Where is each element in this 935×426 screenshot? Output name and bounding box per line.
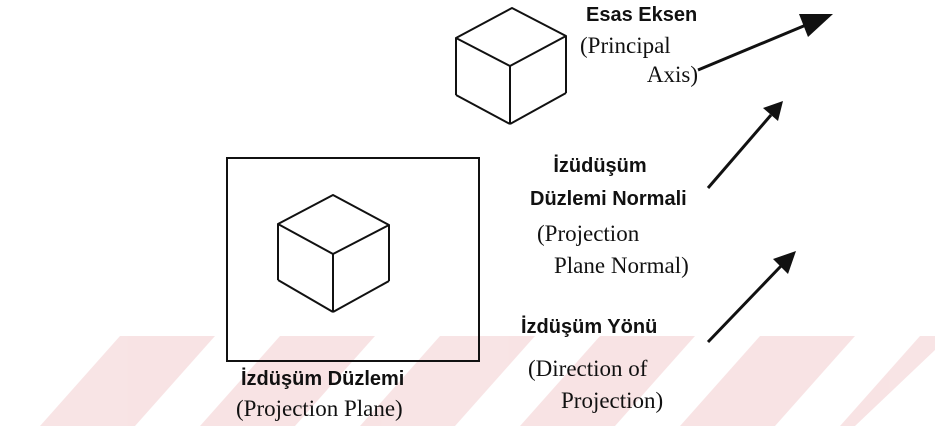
principal-axis-translation-line1: (Principal [580,33,671,58]
direction-title: İzdüşüm Yönü [521,316,658,338]
projection-plane-rect [226,157,480,362]
plane-normal-translation-line2: Plane Normal) [554,253,689,278]
arrow-principal-axis [697,14,833,72]
plane-title: İzdüşüm Düzlemi [241,368,405,390]
direction-translation-line1: (Direction of [528,356,648,381]
arrow-plane-normal [706,101,783,189]
arrow-direction-of-projection [706,251,796,344]
principal-axis-translation-line2: Axis) [646,62,698,87]
watermark-band [40,336,935,426]
plane-normal-title-line1: İzüdüşüm [553,155,647,177]
direction-translation-line2: Projection) [561,388,664,413]
plane-normal-translation-line1: (Projection [537,221,640,246]
plane-translation: (Projection Plane) [236,396,403,421]
cube-principal-axis [455,7,567,125]
plane-normal-title-line2: Düzlemi Normali [530,188,687,210]
principal-axis-title: Esas Eksen [586,4,698,26]
cube-in-plane [277,194,390,313]
